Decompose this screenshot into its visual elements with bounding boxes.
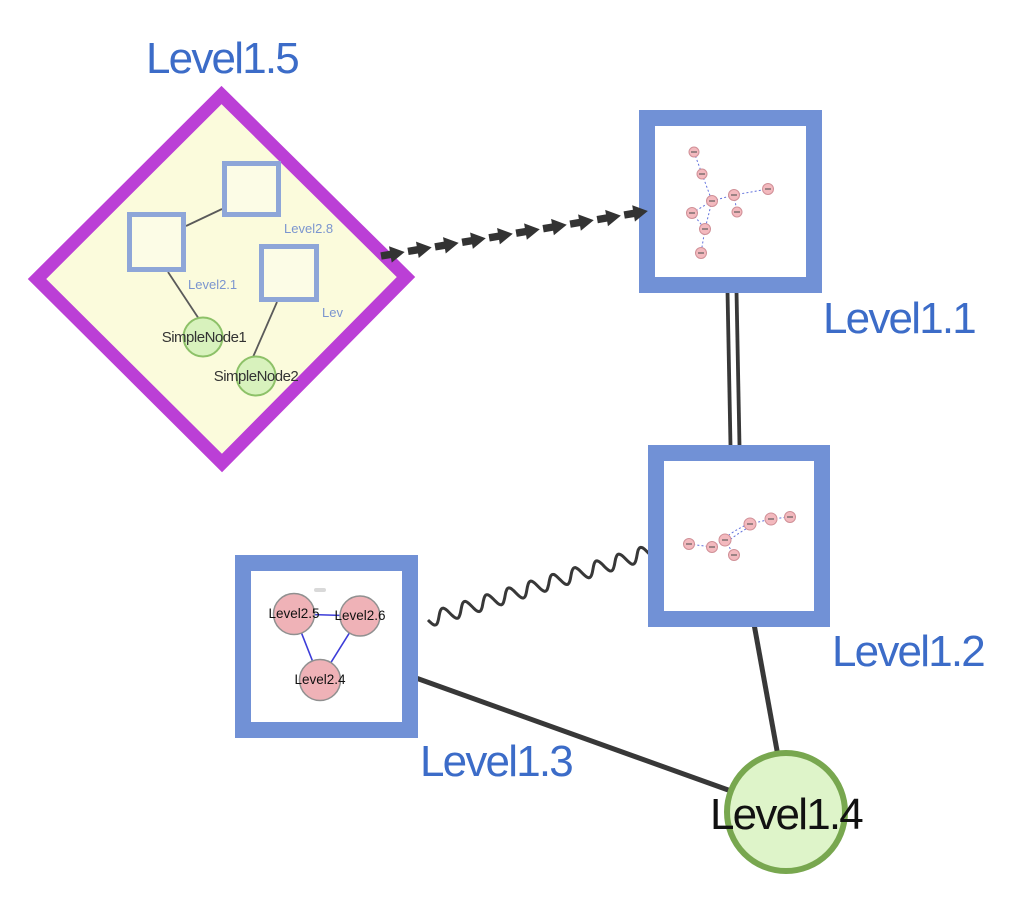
- svg-text:Level1.3: Level1.3: [420, 737, 572, 786]
- svg-text:Level1.1: Level1.1: [823, 294, 975, 343]
- svg-text:Level2.6: Level2.6: [334, 608, 385, 623]
- svg-text:SimpleNode1: SimpleNode1: [162, 329, 247, 346]
- svg-text:Level2.8: Level2.8: [284, 221, 333, 236]
- svg-text:Lev: Lev: [322, 305, 343, 320]
- svg-text:SimpleNode2: SimpleNode2: [214, 368, 299, 385]
- svg-text:Level2.1: Level2.1: [188, 277, 237, 292]
- svg-text:Level1.2: Level1.2: [832, 627, 984, 676]
- svg-text:Level1.4: Level1.4: [710, 790, 863, 839]
- svg-text:Level2.5: Level2.5: [268, 606, 319, 621]
- svg-text:Level2.4: Level2.4: [294, 672, 346, 687]
- svg-text:Level1.5: Level1.5: [146, 34, 298, 83]
